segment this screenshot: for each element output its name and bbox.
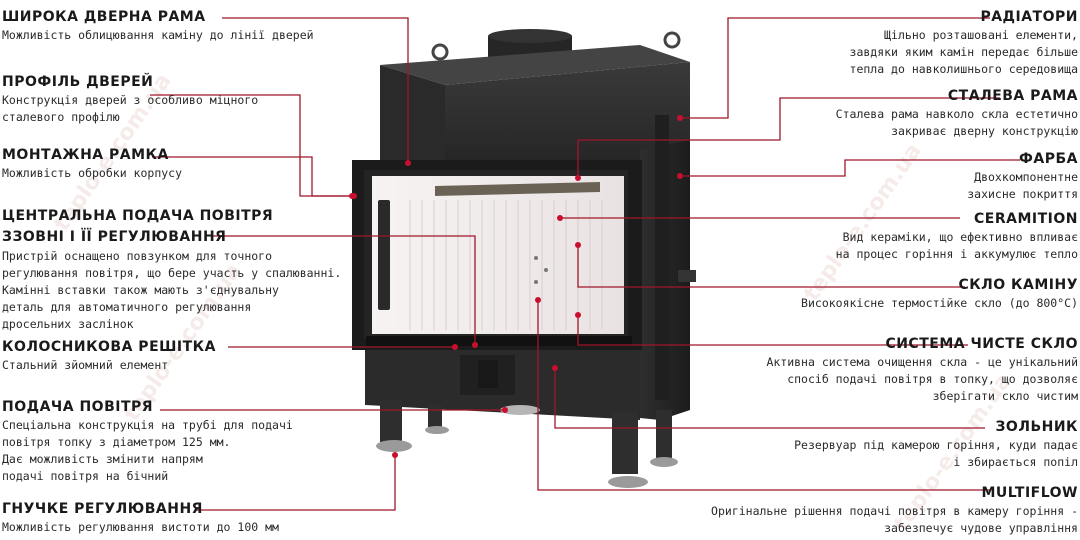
label-multiflow-title: MULTIFLOW <box>981 485 1078 501</box>
label-central-air-title: ЦЕНТРАЛЬНА ПОДАЧА ПОВІТРЯ ЗЗОВНІ І ЇЇ РЕ… <box>2 208 274 245</box>
leader-lines <box>150 17 1020 511</box>
label-mounting-frame-desc: Можливість обробки корпусу <box>2 166 183 180</box>
label-ceramition: CERAMITION Вид кераміки, що ефективно вп… <box>836 210 1078 263</box>
label-flexible-adjust-title: ГНУЧКЕ РЕГУЛЮВАННЯ <box>2 501 203 517</box>
label-wide-frame-desc: Можливість облицювання каміну до лінії д… <box>2 28 314 42</box>
label-mounting-frame-title: МОНТАЖНА РАМКА <box>2 147 169 163</box>
label-steel-frame-title: СТАЛЕВА РАМА <box>947 88 1078 104</box>
leader-paint <box>680 159 1020 177</box>
leader-ceramition-dot <box>557 215 563 221</box>
label-flexible-adjust: ГНУЧКЕ РЕГУЛЮВАННЯ Можливість регулюванн… <box>2 500 279 536</box>
label-clean-glass-title: СИСТЕМА ЧИСТЕ СКЛО <box>885 336 1078 352</box>
label-central-air-desc: Пристрій оснащено повзунком для точного … <box>2 249 342 331</box>
leader-wide-frame-dot <box>405 160 411 166</box>
label-ceramition-title: CERAMITION <box>974 211 1078 227</box>
label-grate-title: КОЛОСНИКОВА РЕШІТКА <box>2 339 216 355</box>
leader-central-air <box>212 235 476 345</box>
label-paint-desc: Двохкомпонентне захисне покриття <box>967 170 1078 201</box>
label-grate-desc: Стальний зйомний елемент <box>2 358 169 372</box>
label-door-profile-title: ПРОФІЛЬ ДВЕРЕЙ <box>2 74 154 90</box>
label-door-profile-desc: Конструкція дверей з особливо міцного ст… <box>2 93 259 124</box>
leader-fireplace-glass-dot <box>575 242 581 248</box>
leader-paint-dot <box>677 173 683 179</box>
leader-steel-frame-dot <box>575 175 581 181</box>
label-paint-title: ФАРБА <box>1019 151 1078 167</box>
label-ash-pan: ЗОЛЬНИК Резервуар під камерою горіння, к… <box>794 418 1078 471</box>
label-door-profile: ПРОФІЛЬ ДВЕРЕЙ Конструкція дверей з особ… <box>2 73 258 126</box>
label-mounting-frame: МОНТАЖНА РАМКА Можливість обробки корпус… <box>2 146 182 182</box>
label-grate: КОЛОСНИКОВА РЕШІТКА Стальний зйомний еле… <box>2 338 216 374</box>
label-air-supply-title: ПОДАЧА ПОВІТРЯ <box>2 399 154 415</box>
label-wide-frame-title: ШИРОКА ДВЕРНА РАМА <box>2 9 206 25</box>
label-ceramition-desc: Вид кераміки, що ефективно впливає на пр… <box>835 230 1078 261</box>
label-air-supply: ПОДАЧА ПОВІТРЯ Спеціальна конструкція на… <box>2 398 293 485</box>
label-fireplace-glass: СКЛО КАМІНУ Високоякісне термостійке скл… <box>801 276 1078 312</box>
leader-fireplace-glass <box>577 245 965 288</box>
label-ash-pan-desc: Резервуар під камерою горіння, куди пада… <box>794 438 1078 469</box>
label-air-supply-desc: Спеціальна конструкція на трубі для пода… <box>2 418 293 483</box>
label-steel-frame: СТАЛЕВА РАМА Сталева рама навколо скла е… <box>836 87 1078 140</box>
leader-ash-pan-dot <box>552 365 558 371</box>
fireplace-illustration <box>352 29 696 488</box>
label-central-air: ЦЕНТРАЛЬНА ПОДАЧА ПОВІТРЯ ЗЗОВНІ І ЇЇ РЕ… <box>2 206 341 333</box>
leader-multiflow-dot <box>535 297 541 303</box>
label-paint: ФАРБА Двохкомпонентне захисне покриття <box>967 150 1078 203</box>
label-steel-frame-desc: Сталева рама навколо скла естетично закр… <box>835 107 1078 138</box>
label-fireplace-glass-title: СКЛО КАМІНУ <box>958 277 1078 293</box>
label-radiators: РАДІАТОРИ Щільно розташовані елементи, з… <box>850 8 1078 78</box>
leader-steel-frame <box>577 97 1000 178</box>
leader-clean-glass-dot <box>575 312 581 318</box>
leader-wide-frame <box>222 17 409 163</box>
label-multiflow: MULTIFLOW Оригінальне рішення подачі пов… <box>711 484 1078 537</box>
label-ash-pan-title: ЗОЛЬНИК <box>995 419 1078 435</box>
label-fireplace-glass-desc: Високоякісне термостійке скло (до 800°С) <box>801 296 1078 310</box>
leader-mounting-frame <box>152 156 352 197</box>
leader-ash-pan <box>554 368 985 429</box>
leader-mounting-frame-dot <box>349 193 355 199</box>
label-radiators-title: РАДІАТОРИ <box>980 9 1078 25</box>
label-flexible-adjust-desc: Можливість регулювання вистоти до 100 мм <box>2 520 279 534</box>
leader-multiflow <box>537 300 990 491</box>
leader-clean-glass <box>577 315 968 346</box>
leader-grate-dot <box>452 344 458 350</box>
leader-central-air-dot <box>472 342 478 348</box>
leader-radiators-dot <box>677 115 683 121</box>
leader-radiators <box>680 17 990 119</box>
leader-flexible-adjust-dot <box>392 452 398 458</box>
label-clean-glass-desc: Активна система очищення скла - це уніка… <box>766 355 1078 403</box>
label-wide-frame: ШИРОКА ДВЕРНА РАМА Можливість облицюванн… <box>2 8 314 44</box>
label-radiators-desc: Щільно розташовані елементи, завдяки яки… <box>849 28 1078 76</box>
label-multiflow-desc: Оригінальне рішення подачі повітря в кам… <box>711 504 1078 535</box>
leader-flexible-adjust <box>195 455 396 511</box>
label-clean-glass: СИСТЕМА ЧИСТЕ СКЛО Активна система очище… <box>766 335 1078 405</box>
leader-air-supply-dot <box>502 407 508 413</box>
